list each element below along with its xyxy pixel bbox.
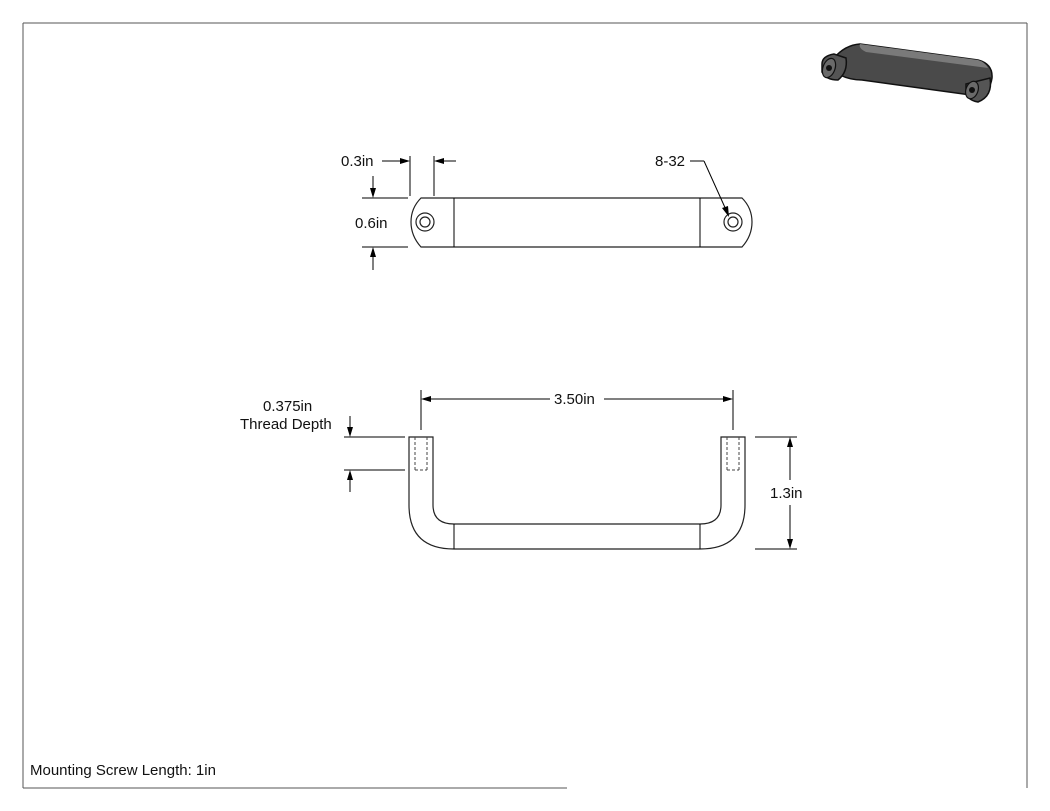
isometric-view: [821, 43, 993, 103]
dim-thread-depth-value: 0.375in: [263, 398, 312, 415]
footer-note: Mounting Screw Length: 1in: [30, 762, 216, 779]
dim-height-top: 0.6in: [355, 215, 388, 232]
dim-height-side: 1.3in: [770, 485, 803, 502]
side-view: 3.50in 1.3in 0.375in Thread Depth: [240, 390, 803, 550]
dim-thread: 8-32: [655, 153, 685, 170]
dim-thread-depth-label: Thread Depth: [240, 416, 332, 433]
sheet-border: [22, 22, 1028, 789]
dim-end-width: 0.3in: [341, 153, 374, 170]
top-view: 0.3in 0.6in 8-32: [341, 153, 753, 270]
dim-length: 3.50in: [554, 391, 595, 408]
